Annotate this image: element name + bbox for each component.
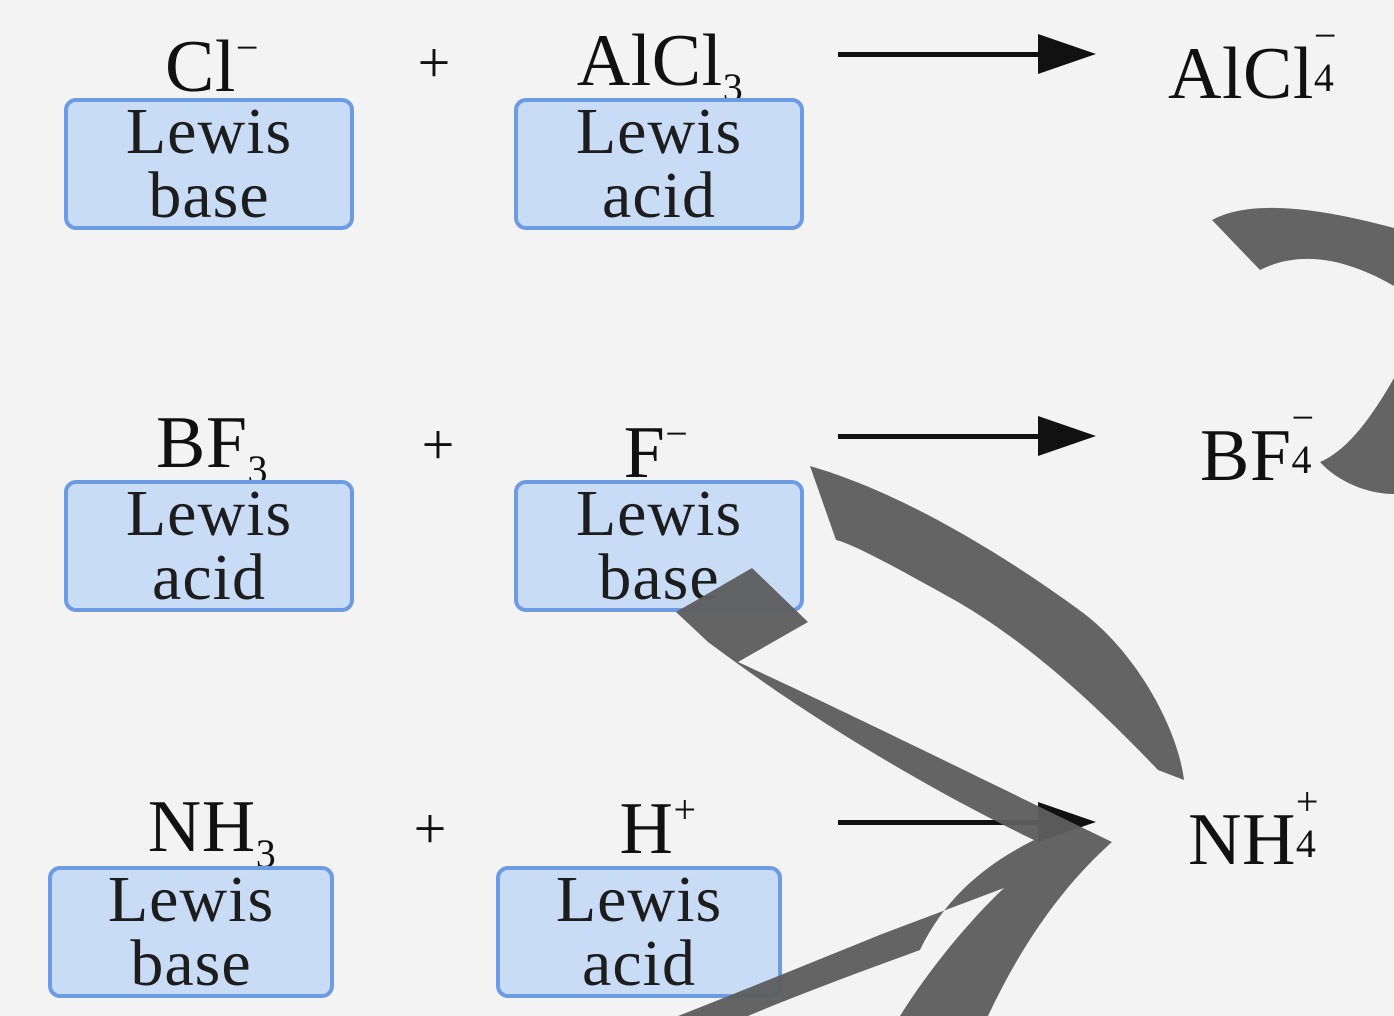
reactant-bf3: BF3 bbox=[155, 402, 269, 492]
product-bf4-minus: BF−4 bbox=[1200, 395, 1315, 497]
reaction-arrow bbox=[838, 416, 1096, 456]
decorative-shape-center-band bbox=[810, 466, 1184, 780]
reactant-alcl3: AlCl3 bbox=[576, 20, 744, 110]
label-lewis-acid: Lewis acid bbox=[514, 98, 804, 230]
plus-sign: + bbox=[421, 412, 455, 477]
reactant-f-minus: F− bbox=[623, 411, 689, 494]
reactant-nh3: NH3 bbox=[147, 786, 277, 876]
reactant-h-plus: H+ bbox=[619, 787, 697, 870]
plus-sign: + bbox=[417, 30, 451, 95]
label-lewis-base: Lewis base bbox=[514, 480, 804, 612]
label-lewis-base: Lewis base bbox=[64, 98, 354, 230]
reaction-arrow bbox=[838, 34, 1096, 74]
label-lewis-acid: Lewis acid bbox=[64, 480, 354, 612]
decorative-shape-right-middle bbox=[1320, 378, 1394, 494]
label-lewis-base: Lewis base bbox=[48, 866, 334, 998]
label-lewis-acid: Lewis acid bbox=[496, 866, 782, 998]
plus-sign: + bbox=[413, 796, 447, 861]
product-alcl4-minus: AlCl−4 bbox=[1168, 13, 1337, 115]
reaction-arrow bbox=[838, 802, 1096, 842]
reactant-cl-minus: Cl− bbox=[165, 25, 259, 108]
decorative-shape-top-right bbox=[1212, 207, 1394, 286]
product-nh4-plus: NH+4 bbox=[1188, 779, 1319, 881]
